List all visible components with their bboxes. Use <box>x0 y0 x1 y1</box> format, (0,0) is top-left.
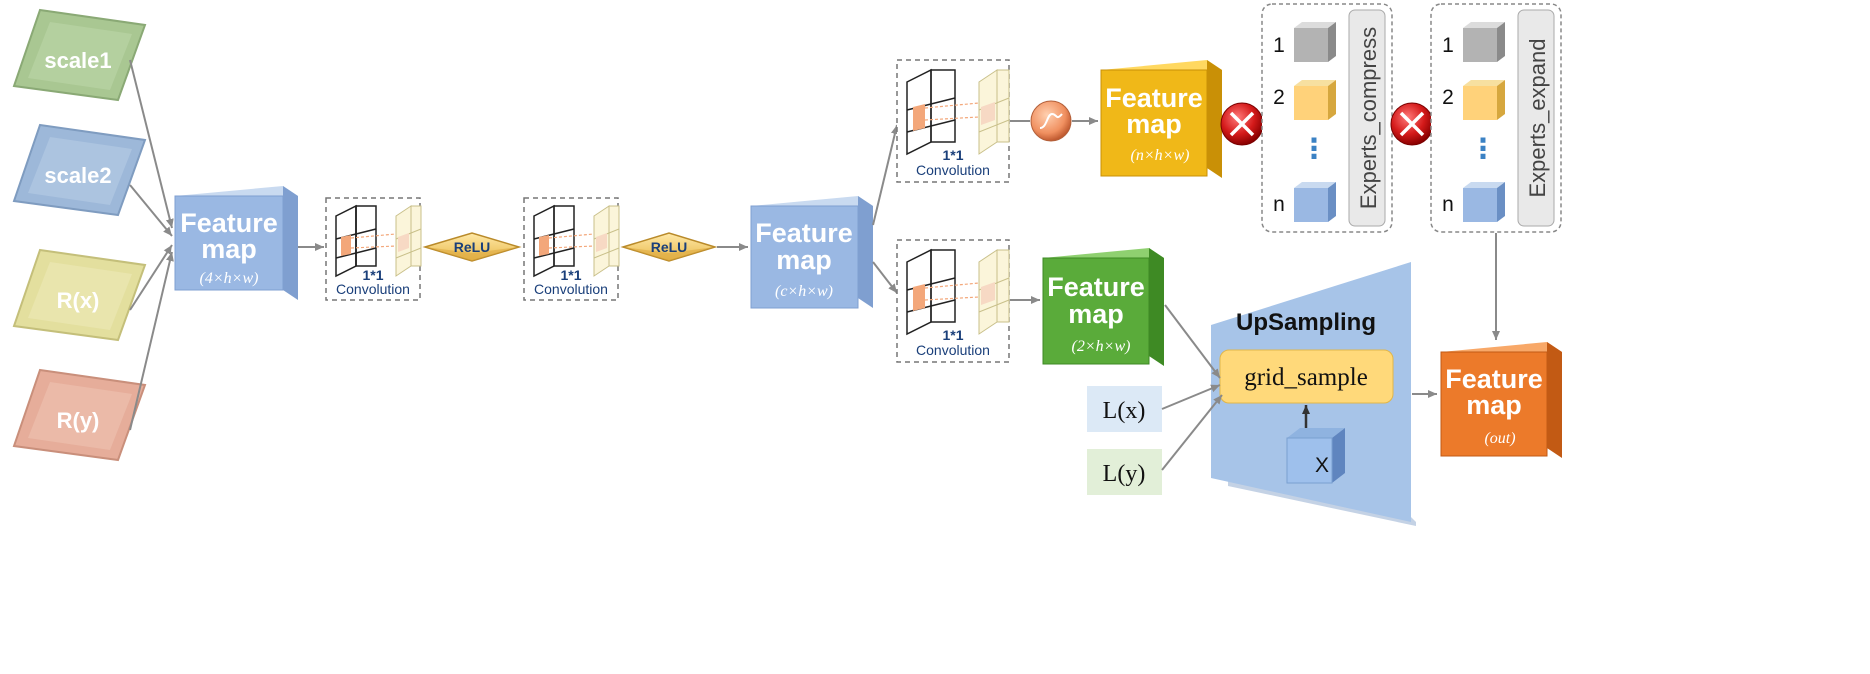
upsampling-x-cube: X <box>1286 428 1345 484</box>
expert-cube-gray <box>1463 22 1505 62</box>
relu-1: ReLU <box>422 232 522 262</box>
svg-text:⋮: ⋮ <box>1469 132 1497 165</box>
expert-cube-yellow <box>1294 80 1336 120</box>
conv-block-bottom: 1*1 Convolution <box>896 239 1010 363</box>
conv-block-2: 1*1 Convolution <box>523 197 620 301</box>
svg-text:Feature: Feature <box>1105 83 1203 113</box>
input-scale2: scale2 <box>12 123 147 217</box>
input-label-rx: R(x) <box>57 288 100 313</box>
svg-text:Feature: Feature <box>180 208 278 238</box>
feature-map-output: Feature map (out) <box>1440 342 1562 458</box>
conv-block-1: 1*1 Convolution <box>325 197 422 301</box>
conv-block-top: 1*1 Convolution <box>896 59 1010 183</box>
svg-text:map: map <box>201 234 257 264</box>
feature-map-input: Feature map (4×h×w) <box>174 186 298 300</box>
svg-text:L(y): L(y) <box>1103 461 1146 487</box>
feature-map-middle: Feature map (c×h×w) <box>750 196 873 309</box>
input-rx: R(x) <box>12 248 147 342</box>
ly-box: L(y) <box>1087 449 1162 495</box>
fm-middle-dims: (c×h×w) <box>775 283 833 300</box>
svg-text:1*1: 1*1 <box>942 147 963 163</box>
svg-text:map: map <box>1126 109 1182 139</box>
svg-text:Convolution: Convolution <box>916 162 990 178</box>
experts-expand-label: Experts_expand <box>1525 39 1550 198</box>
fm-top-dims: (n×h×w) <box>1131 147 1190 164</box>
svg-text:Feature: Feature <box>755 218 853 248</box>
svg-text:map: map <box>1466 390 1522 420</box>
svg-text:1: 1 <box>1442 34 1454 57</box>
expert-cube-blue <box>1294 182 1336 222</box>
upsampling-title: UpSampling <box>1236 309 1376 336</box>
feature-map-experts-weights: Feature map (n×h×w) <box>1100 60 1222 178</box>
svg-text:map: map <box>1068 299 1124 329</box>
input-label-scale1: scale1 <box>44 48 111 73</box>
svg-text:Convolution: Convolution <box>336 281 410 297</box>
svg-text:2: 2 <box>1442 86 1454 109</box>
upsampling-block: UpSampling grid_sample X <box>1211 262 1416 526</box>
svg-text:1: 1 <box>1273 34 1285 57</box>
svg-text:n: n <box>1273 193 1285 216</box>
svg-text:Feature: Feature <box>1047 272 1145 302</box>
experts-compress-panel: 1 2 ⋮ n Experts_compress <box>1261 3 1393 233</box>
grid-sample-box: grid_sample <box>1219 349 1394 404</box>
multiply-icon-2 <box>1390 102 1434 146</box>
svg-text:ReLU: ReLU <box>454 239 491 255</box>
svg-text:1*1: 1*1 <box>560 267 581 283</box>
svg-text:Convolution: Convolution <box>534 281 608 297</box>
expert-cube-yellow <box>1463 80 1505 120</box>
input-scale1: scale1 <box>12 8 147 102</box>
fm-out-dims: (out) <box>1484 430 1515 447</box>
sigmoid-activation-icon <box>1030 100 1072 142</box>
svg-text:⋮: ⋮ <box>1300 132 1328 165</box>
svg-text:Feature: Feature <box>1445 364 1543 394</box>
multiply-icon-1 <box>1220 102 1264 146</box>
svg-text:grid_sample: grid_sample <box>1244 364 1368 391</box>
feature-map-offsets: Feature map (2×h×w) <box>1042 248 1164 366</box>
input-label-scale2: scale2 <box>44 163 111 188</box>
svg-text:n: n <box>1442 193 1454 216</box>
expert-cube-blue <box>1463 182 1505 222</box>
experts-compress-label: Experts_compress <box>1356 27 1381 209</box>
svg-text:1*1: 1*1 <box>362 267 383 283</box>
fm-offset-dims: (2×h×w) <box>1072 338 1131 355</box>
svg-text:2: 2 <box>1273 86 1285 109</box>
svg-text:1*1: 1*1 <box>942 327 963 343</box>
relu-2: ReLU <box>620 232 718 262</box>
input-label-ry: R(y) <box>57 408 100 433</box>
input-ry: R(y) <box>12 368 147 462</box>
fm-input-dims: (4×h×w) <box>200 270 259 287</box>
expert-cube-gray <box>1294 22 1336 62</box>
svg-text:X: X <box>1315 454 1329 477</box>
experts-expand-panel: 1 2 ⋮ n Experts_expand <box>1430 3 1562 233</box>
lx-box: L(x) <box>1087 386 1162 432</box>
svg-text:map: map <box>776 245 832 275</box>
svg-text:ReLU: ReLU <box>651 239 688 255</box>
svg-text:L(x): L(x) <box>1103 398 1146 424</box>
input-arrows <box>129 59 174 431</box>
svg-text:Convolution: Convolution <box>916 342 990 358</box>
